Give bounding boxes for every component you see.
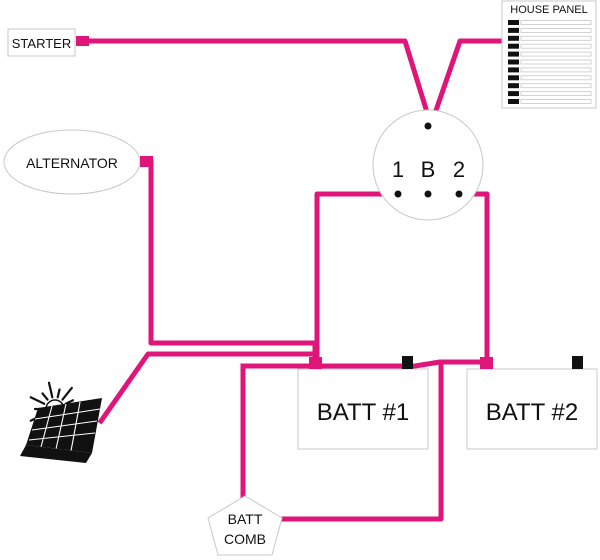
breaker-circuit-line <box>520 99 592 104</box>
breaker-switch <box>508 51 519 57</box>
breaker-switch <box>508 43 519 49</box>
breaker-switch <box>508 20 519 25</box>
batt1-negative-terminal <box>402 356 413 369</box>
breaker-switch <box>508 91 519 97</box>
batt2-label: BATT #2 <box>486 399 578 426</box>
batt2-box <box>466 368 598 450</box>
breaker-switch <box>508 67 519 73</box>
switch-pos-2: 2 <box>453 157 465 182</box>
battery-switch: 1 B 2 <box>372 109 484 221</box>
sun-ray <box>29 396 46 405</box>
batt1-positive-terminal <box>309 357 322 369</box>
starter-label: STARTER <box>12 36 71 51</box>
starter: STARTER <box>7 28 89 57</box>
switch-pos-1: 1 <box>392 157 404 182</box>
switch-post-b <box>424 190 432 198</box>
solar-panel <box>20 381 102 463</box>
wire-starter-to-switch <box>85 38 434 126</box>
breaker-circuit-line <box>520 20 592 25</box>
house-panel: HOUSE PANEL <box>501 0 597 109</box>
battery-2: BATT #2 <box>466 356 598 450</box>
breaker-circuit-line <box>520 35 592 41</box>
batt-comb-pentagon <box>207 495 283 556</box>
wire-batt2-to-batt1 <box>240 359 490 369</box>
batt-comb-label-line1: BATT <box>228 511 263 527</box>
battery-1: BATT #1 <box>297 356 429 450</box>
breaker-circuit-line <box>520 83 592 89</box>
wire-solar-to-batt1 <box>97 351 318 425</box>
breaker-switch <box>508 35 519 41</box>
breaker-switch <box>508 99 519 104</box>
solar-panel-lower <box>20 445 92 463</box>
wire-switch2-to-batt2 <box>457 191 490 365</box>
sun-ray <box>61 386 73 401</box>
batt-comb: BATT COMB <box>207 495 283 556</box>
wire-switch1-to-batt1 <box>314 191 401 365</box>
alternator-label: ALTERNATOR <box>26 155 118 171</box>
breaker-switch <box>508 27 519 33</box>
house-panel-breakers <box>508 20 592 104</box>
house-panel-label: HOUSE PANEL <box>510 4 587 16</box>
breaker-switch <box>508 83 519 89</box>
batt2-negative-terminal <box>572 356 583 369</box>
breaker-circuit-line <box>520 59 592 65</box>
breaker-circuit-line <box>520 27 592 33</box>
sun-ray <box>41 392 49 401</box>
sun-ray <box>47 381 54 399</box>
sun-ray <box>56 388 61 399</box>
breaker-circuit-line <box>520 75 592 81</box>
starter-terminal <box>76 36 89 46</box>
switch-pos-b: B <box>421 157 436 182</box>
sun-ray <box>64 399 75 405</box>
breaker-switch <box>508 75 519 81</box>
switch-post-2 <box>455 190 463 198</box>
breaker-circuit-line <box>520 51 592 57</box>
switch-post-1 <box>394 190 402 198</box>
breaker-switch <box>508 59 519 65</box>
wire-house-panel-to-switch <box>428 38 508 126</box>
alternator-terminal <box>140 156 153 167</box>
batt1-label: BATT #1 <box>317 399 409 426</box>
breaker-circuit-line <box>520 67 592 73</box>
solar-panel-icon <box>20 398 102 463</box>
breaker-circuit-line <box>520 43 592 49</box>
wire-alternator-to-batt1 <box>148 159 318 365</box>
wire-battcomb-to-batt2 <box>281 359 444 522</box>
solar-panel-grid <box>28 401 101 452</box>
alternator: ALTERNATOR <box>3 129 153 195</box>
batt1-box <box>297 368 429 450</box>
batt2-positive-terminal <box>480 357 493 369</box>
switch-top-post <box>424 122 432 130</box>
batt-comb-label-line2: COMB <box>224 531 266 547</box>
breaker-circuit-line <box>520 91 592 96</box>
starter-box <box>7 28 76 57</box>
